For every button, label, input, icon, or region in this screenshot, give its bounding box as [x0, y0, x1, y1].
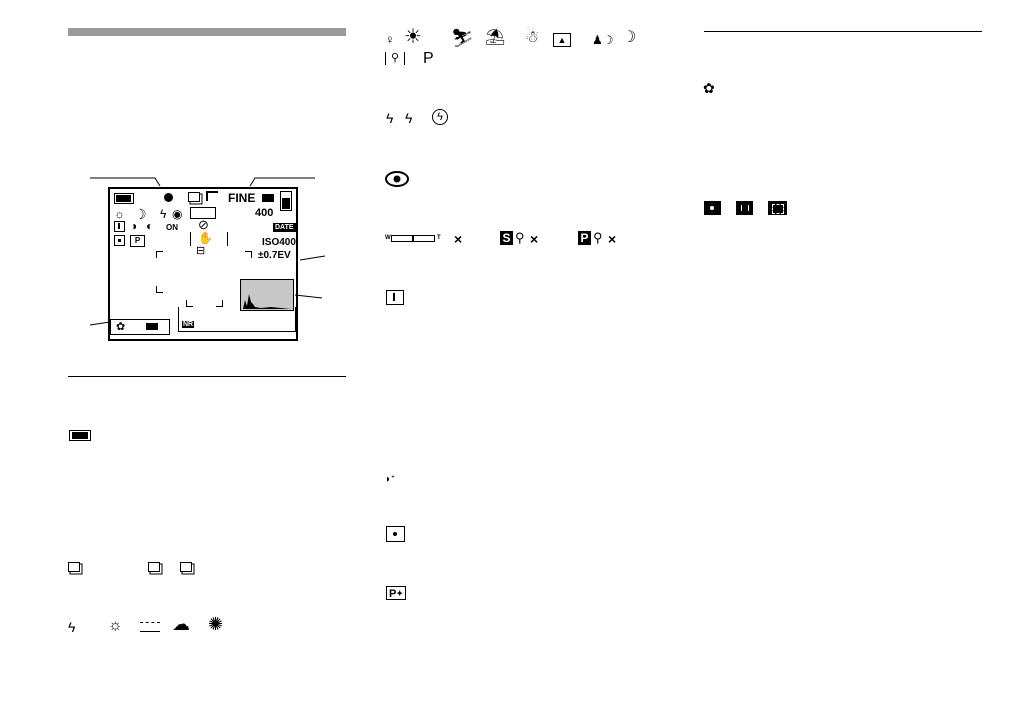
program-label: P — [423, 50, 434, 67]
battery-icon — [69, 430, 91, 441]
burst-bracket-icon — [180, 562, 192, 572]
self-timer-icon: ⊘ — [198, 217, 209, 232]
cloudy-icon: ☁ — [172, 614, 190, 634]
zoom-w-label: W — [385, 235, 391, 241]
daylight-icon: ✺ — [208, 614, 224, 634]
exposure-value: ±0.7EV — [258, 250, 291, 261]
image-count: 400 — [255, 207, 274, 219]
quality-label: FINE — [228, 191, 256, 205]
record-dot-icon — [164, 193, 173, 202]
twilight-portrait-icon: ☀ — [404, 26, 422, 48]
flash-mode-badge: ON — [166, 223, 178, 232]
bottom-box — [110, 319, 170, 335]
contrast-icon: ◑ — [130, 219, 138, 233]
program-shift-label: P — [134, 236, 141, 245]
flash-icon: ϟ — [160, 207, 167, 221]
af-illuminator-icon: ◗ᐩ — [385, 474, 395, 485]
memory-remaining-icon — [280, 191, 292, 211]
zoom-bar-icon — [146, 323, 158, 330]
close-icon: × — [608, 231, 617, 247]
precision-zoom-badge: P — [578, 231, 591, 245]
burst-icon — [188, 192, 200, 202]
zoom-t-label: T — [437, 235, 441, 241]
divider-1 — [68, 376, 346, 377]
histogram — [240, 279, 294, 311]
section-header-bar — [68, 28, 346, 36]
incandescent-icon: ☼ — [114, 207, 125, 221]
lcd-display-diagram: FINE 400 DATE ☼ ☽ ϟ ◉ ◑ ◐ ON ⊘ P ISO400 … — [108, 187, 298, 341]
focus-frame-top — [190, 232, 228, 246]
beach-icon: ⛱ — [485, 29, 506, 46]
callout-lines — [89, 177, 326, 326]
af-lock-icon — [386, 290, 404, 305]
smart-zoom-badge: S — [500, 231, 513, 245]
spot-metering-icon — [114, 235, 125, 246]
center-icon — [736, 201, 753, 215]
zoom-magnifier-icon: ⚲ — [515, 230, 525, 245]
saturation-icon: ◐ — [146, 219, 154, 233]
battery-warning-icon: ⊟ — [196, 245, 206, 257]
burst-single-icon — [68, 562, 80, 572]
zoom-bar — [391, 235, 435, 242]
memory-card-icon — [262, 194, 274, 202]
macro-icon: ✿ — [703, 80, 715, 96]
iso-value: ISO400 — [262, 237, 296, 248]
frame-bracket-icon — [206, 191, 218, 201]
macro-icon: ✿ — [116, 321, 126, 333]
flash-wb-icon: ϟ — [68, 619, 76, 635]
sharpness-icon — [114, 221, 125, 232]
battery-icon — [114, 193, 134, 204]
sports-icon: ⛷ — [451, 28, 474, 48]
date-badge: DATE — [273, 223, 296, 232]
fluorescent-icon — [140, 622, 160, 632]
divider-2 — [704, 31, 982, 32]
zoom-magnifier-icon: ⚲ — [593, 230, 603, 245]
snow-icon: ☃ — [525, 29, 540, 46]
spot-icon — [704, 201, 721, 215]
close-icon: × — [454, 231, 463, 247]
red-eye-icon — [385, 170, 409, 188]
multi-icon — [768, 201, 787, 215]
twilight-icon: ☽ — [134, 206, 147, 222]
twilight-portrait-icon: ♟☽ — [592, 33, 614, 47]
magnifier-frame-icon: ⚲ — [385, 52, 405, 65]
incandescent-icon: ☼ — [108, 617, 123, 634]
flash-icon: ϟ — [405, 110, 413, 126]
af-range-finder — [156, 251, 252, 307]
program-shift-label: P — [389, 588, 397, 600]
hand-shake-icon: ✋ — [198, 231, 213, 245]
program-shift-icon: P✦ — [386, 586, 406, 600]
red-eye-icon: ◉ — [172, 207, 183, 221]
histogram-link — [178, 307, 296, 332]
soft-snap-icon: ♀ — [385, 32, 395, 47]
frame-box — [190, 207, 216, 219]
landscape-icon: ▲ — [553, 33, 571, 47]
nr-badge: NR — [182, 321, 195, 328]
program-shift-icon: P — [130, 235, 145, 247]
close-icon: × — [530, 231, 539, 247]
plus-icon: ✦ — [396, 589, 404, 598]
spot-metering-icon — [386, 526, 405, 542]
burst-multi-icon — [148, 562, 160, 572]
twilight-icon: ☽ — [622, 29, 637, 46]
flash-off-icon: ϟ — [432, 109, 448, 125]
flash-icon: ϟ — [386, 110, 394, 126]
